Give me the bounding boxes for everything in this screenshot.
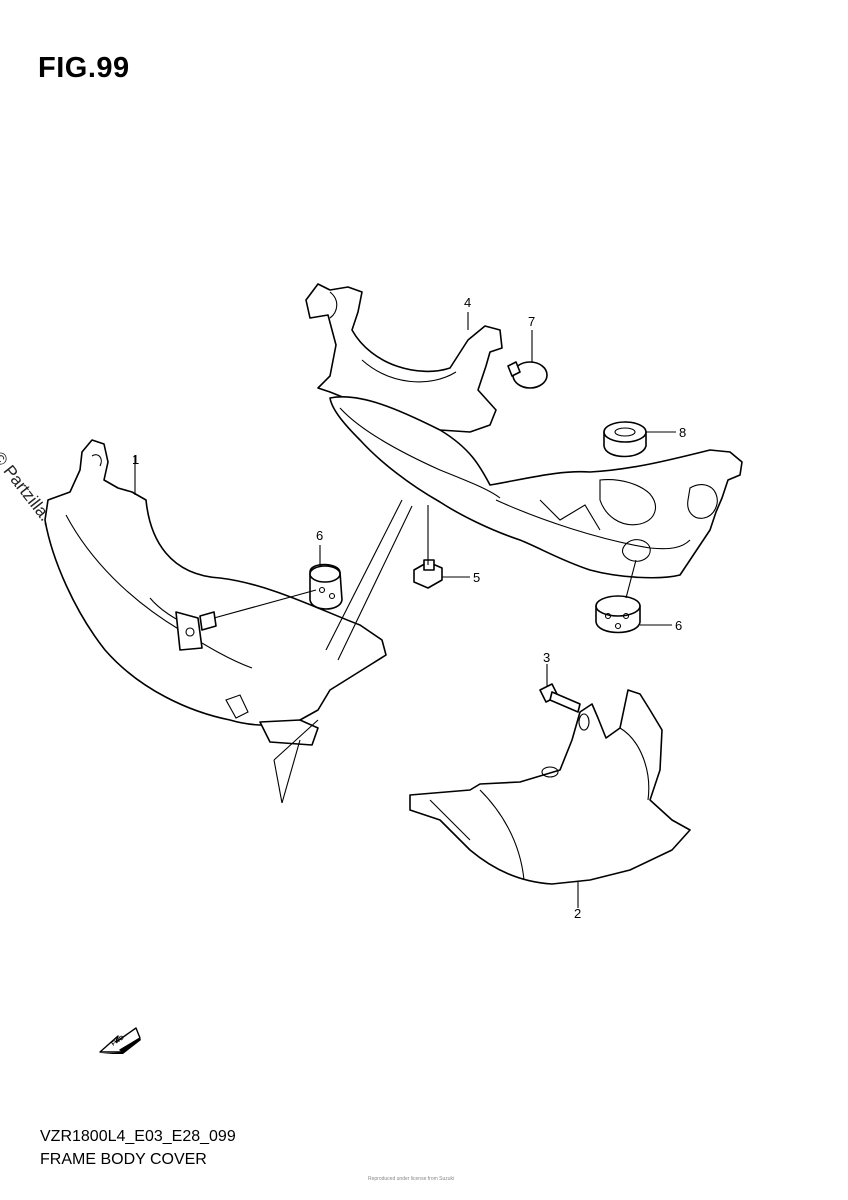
figure-title: FIG.99 xyxy=(38,52,130,84)
diagram-code: VZR1800L4_E03_E28_099 xyxy=(40,1128,236,1145)
callout-2: 2 xyxy=(574,906,581,921)
callout-4: 4 xyxy=(464,295,471,310)
callout-7: 7 xyxy=(528,314,535,329)
part-8-grommet[interactable] xyxy=(603,421,647,458)
part-1-left-cover[interactable] xyxy=(44,439,387,746)
diagram-name: FRAME BODY COVER xyxy=(40,1151,207,1168)
fwd-arrow-icon: FWD xyxy=(99,1027,141,1054)
part-4-cover-bracket[interactable] xyxy=(305,283,743,579)
guide-lines xyxy=(213,499,637,804)
part-6-damper-left[interactable] xyxy=(199,563,343,631)
leader-lines xyxy=(134,312,676,908)
callout-3: 3 xyxy=(543,650,550,665)
callout-1: 1 xyxy=(132,452,139,467)
part-2-lower-cover[interactable] xyxy=(409,689,691,885)
part-6-damper-right[interactable] xyxy=(595,595,641,634)
callout-8: 8 xyxy=(679,425,686,440)
part-7-clip[interactable] xyxy=(507,361,548,389)
callout-6-right: 6 xyxy=(675,618,682,633)
part-3-bolt[interactable] xyxy=(539,683,581,713)
callout-5: 5 xyxy=(473,570,480,585)
callout-6-left: 6 xyxy=(316,528,323,543)
copyright-note: Reproduced under license from Suzuki xyxy=(368,1176,455,1182)
